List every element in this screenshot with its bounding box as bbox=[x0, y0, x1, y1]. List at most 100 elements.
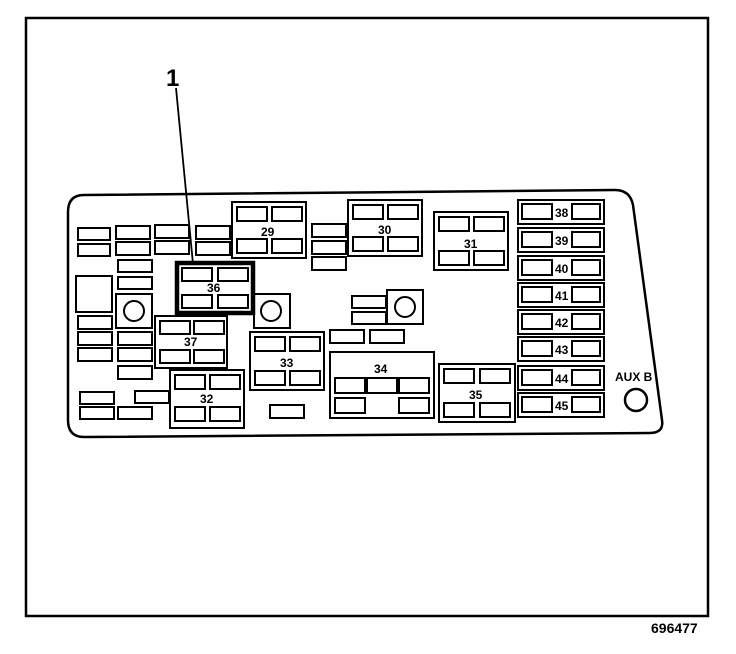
relay-31-label: 31 bbox=[464, 237, 478, 251]
fuse-blade bbox=[571, 396, 601, 413]
fuse-44 bbox=[517, 365, 605, 391]
fuse-blade bbox=[571, 231, 601, 248]
mini-fuse bbox=[115, 225, 151, 240]
fuse-block-outline bbox=[66, 188, 664, 439]
relay-terminal bbox=[289, 370, 321, 386]
fuse-45 bbox=[517, 392, 605, 418]
mini-fuse bbox=[269, 404, 305, 419]
mini-fuse bbox=[311, 256, 347, 271]
fuse-blade bbox=[571, 203, 601, 220]
fuse-38-label: 38 bbox=[555, 206, 569, 220]
mini-fuse bbox=[311, 240, 347, 255]
mini-fuse bbox=[79, 391, 115, 405]
relay-terminal bbox=[236, 238, 268, 254]
mini-fuse bbox=[154, 224, 190, 239]
mini-fuse bbox=[77, 331, 113, 346]
relay-terminal bbox=[181, 267, 213, 282]
fuse-42-label: 42 bbox=[555, 316, 569, 330]
fuse-43 bbox=[517, 336, 605, 362]
fuse-blade bbox=[571, 369, 601, 386]
stud-base bbox=[115, 293, 153, 329]
mini-fuse bbox=[195, 225, 231, 240]
mini-fuse bbox=[77, 243, 111, 257]
fuse-39 bbox=[517, 227, 605, 253]
relay-terminal bbox=[387, 236, 419, 252]
fuse-blade bbox=[571, 259, 601, 276]
relay-terminal bbox=[479, 368, 511, 384]
fuse-blade bbox=[571, 313, 601, 330]
fuse-blade bbox=[521, 313, 553, 330]
relay-terminal bbox=[443, 368, 475, 384]
relay-terminal bbox=[438, 216, 470, 232]
relay-30-label: 30 bbox=[378, 223, 392, 237]
fuse-41-label: 41 bbox=[555, 289, 569, 303]
relay-terminal bbox=[352, 204, 384, 220]
relay-37-label: 37 bbox=[184, 335, 198, 349]
relay-32 bbox=[169, 369, 245, 429]
mini-fuse bbox=[329, 329, 365, 344]
relay-29-label: 29 bbox=[261, 225, 275, 239]
callout-number: 1 bbox=[166, 65, 179, 92]
relay-35-label: 35 bbox=[469, 388, 483, 402]
relay-36 bbox=[174, 260, 256, 316]
relay-terminal bbox=[193, 349, 225, 364]
relay-terminal bbox=[254, 336, 286, 352]
relay-terminal bbox=[271, 238, 303, 254]
relay-terminal bbox=[438, 250, 470, 266]
relay-terminal bbox=[217, 294, 249, 309]
figure-id: 696477 bbox=[651, 620, 698, 636]
relay-terminal bbox=[334, 397, 366, 414]
mini-fuse bbox=[117, 347, 153, 362]
mini-fuse bbox=[117, 276, 153, 290]
mini-fuse bbox=[77, 227, 111, 241]
relay-36-label: 36 bbox=[207, 281, 221, 295]
relay-terminal bbox=[193, 320, 225, 335]
left-mini-fuses bbox=[77, 223, 405, 420]
mini-fuse bbox=[134, 390, 170, 404]
fuse-blade bbox=[521, 286, 553, 303]
stud-base bbox=[386, 289, 424, 325]
fuse-blade bbox=[571, 286, 601, 303]
relay-terminal bbox=[174, 406, 206, 422]
fuse-blade bbox=[571, 340, 601, 357]
fuse-40 bbox=[517, 255, 605, 281]
mini-fuse bbox=[351, 311, 387, 325]
fuse-blade bbox=[521, 259, 553, 276]
relay-terminal bbox=[289, 336, 321, 352]
fuse-45-label: 45 bbox=[555, 399, 569, 413]
relay-terminal bbox=[181, 294, 213, 309]
relay-terminal bbox=[352, 236, 384, 252]
mini-fuse bbox=[117, 365, 153, 380]
stud-bolt bbox=[260, 300, 282, 322]
fuse-blade bbox=[521, 231, 553, 248]
figure-frame bbox=[24, 16, 710, 618]
mini-fuse bbox=[195, 241, 231, 256]
relay-35 bbox=[438, 363, 516, 423]
relay-terminal bbox=[366, 377, 398, 394]
mini-fuse bbox=[311, 223, 347, 238]
mini-fuse bbox=[154, 240, 190, 255]
fuse-40-label: 40 bbox=[555, 262, 569, 276]
relay-terminal bbox=[254, 370, 286, 386]
mini-fuse bbox=[115, 241, 151, 256]
relay-terminal bbox=[209, 406, 241, 422]
fuse-39-label: 39 bbox=[555, 234, 569, 248]
relay-terminal bbox=[479, 402, 511, 418]
mini-fuse bbox=[79, 406, 115, 420]
relay-terminal bbox=[387, 204, 419, 220]
mini-fuse bbox=[117, 406, 153, 420]
fuse-blade bbox=[521, 396, 553, 413]
fuse-blade bbox=[521, 369, 553, 386]
callout-leader-line bbox=[175, 87, 194, 265]
fuse-43-label: 43 bbox=[555, 343, 569, 357]
relay-37 bbox=[154, 315, 228, 369]
relay-terminal bbox=[209, 374, 241, 390]
relay-33-label: 33 bbox=[280, 356, 294, 370]
mini-fuse bbox=[77, 347, 113, 362]
relay-33 bbox=[249, 331, 325, 391]
stud-base bbox=[253, 293, 291, 329]
relay-terminal bbox=[174, 374, 206, 390]
fuse-41 bbox=[517, 282, 605, 308]
stud-bolt bbox=[123, 300, 145, 322]
